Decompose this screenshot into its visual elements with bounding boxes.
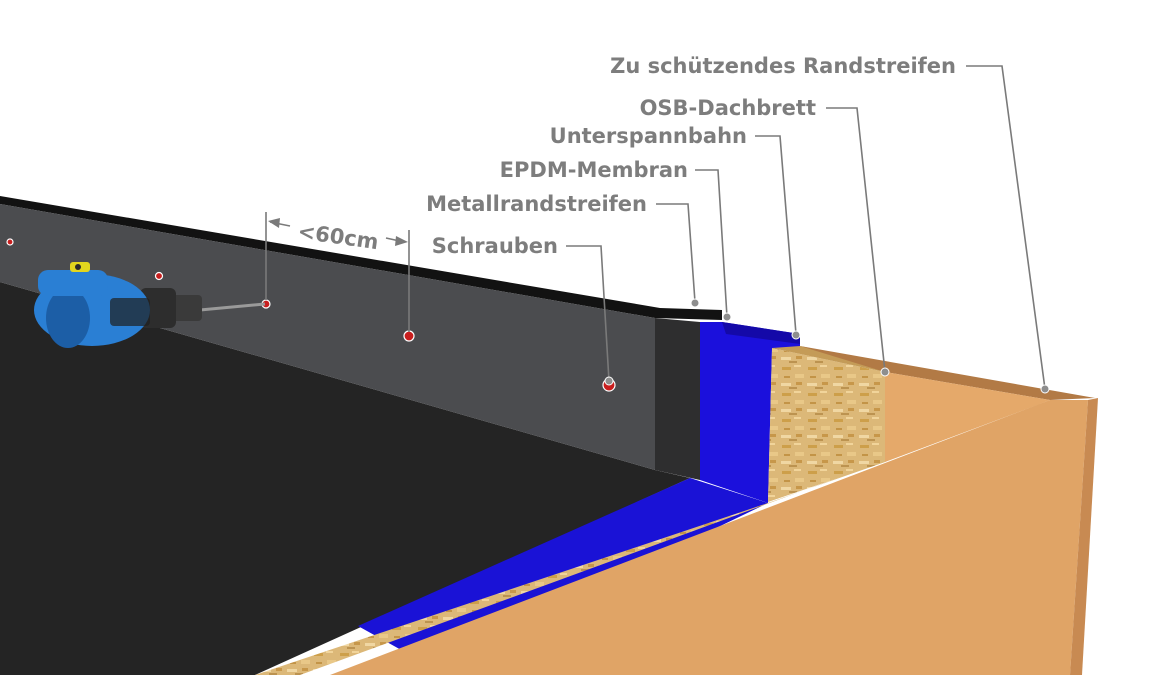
edge-strip-leader [966,65,1046,390]
underlay-leader [755,135,797,335]
screws-marker [604,376,614,386]
screws-label: Schrauben [432,234,558,258]
timber-side [1070,398,1098,675]
metal-strip-face [0,204,655,470]
osb-board-leader [826,107,886,373]
metal-strip-end [655,318,700,480]
edge-strip-marker [1040,384,1050,394]
timber-top [800,346,1095,400]
roof-surface [0,282,690,675]
screw-head-icon [154,271,164,281]
epdm-membrane-upturn [700,322,800,503]
timber-inner [885,372,1050,462]
cordless-drill-icon [34,262,266,348]
screw-head-icon [403,330,415,342]
metal-strip-leader [656,203,696,303]
metal-strip-marker [690,298,700,308]
osb-board-marker [880,367,890,377]
metal-strip-label: Metallrandstreifen [426,192,647,216]
spacing-arrow-left [268,218,280,228]
epdm-label: EPDM-Membran [500,158,688,182]
epdm-membrane-side [722,322,800,344]
underlay-marker [791,330,801,340]
timber-front [330,400,1088,675]
osb-board-label: OSB-Dachbrett [640,96,816,120]
screw-head-icon [6,238,14,246]
spacing-arrow-right [395,236,408,246]
osb-board-vertical [768,348,885,502]
underlay-label: Unterspannbahn [550,124,747,148]
edge-strip-label: Zu schützendes Randstreifen [610,54,956,78]
epdm-marker [722,312,732,322]
screws-leader [566,245,610,382]
epdm-leader [695,169,728,318]
metal-strip-top [0,196,722,320]
